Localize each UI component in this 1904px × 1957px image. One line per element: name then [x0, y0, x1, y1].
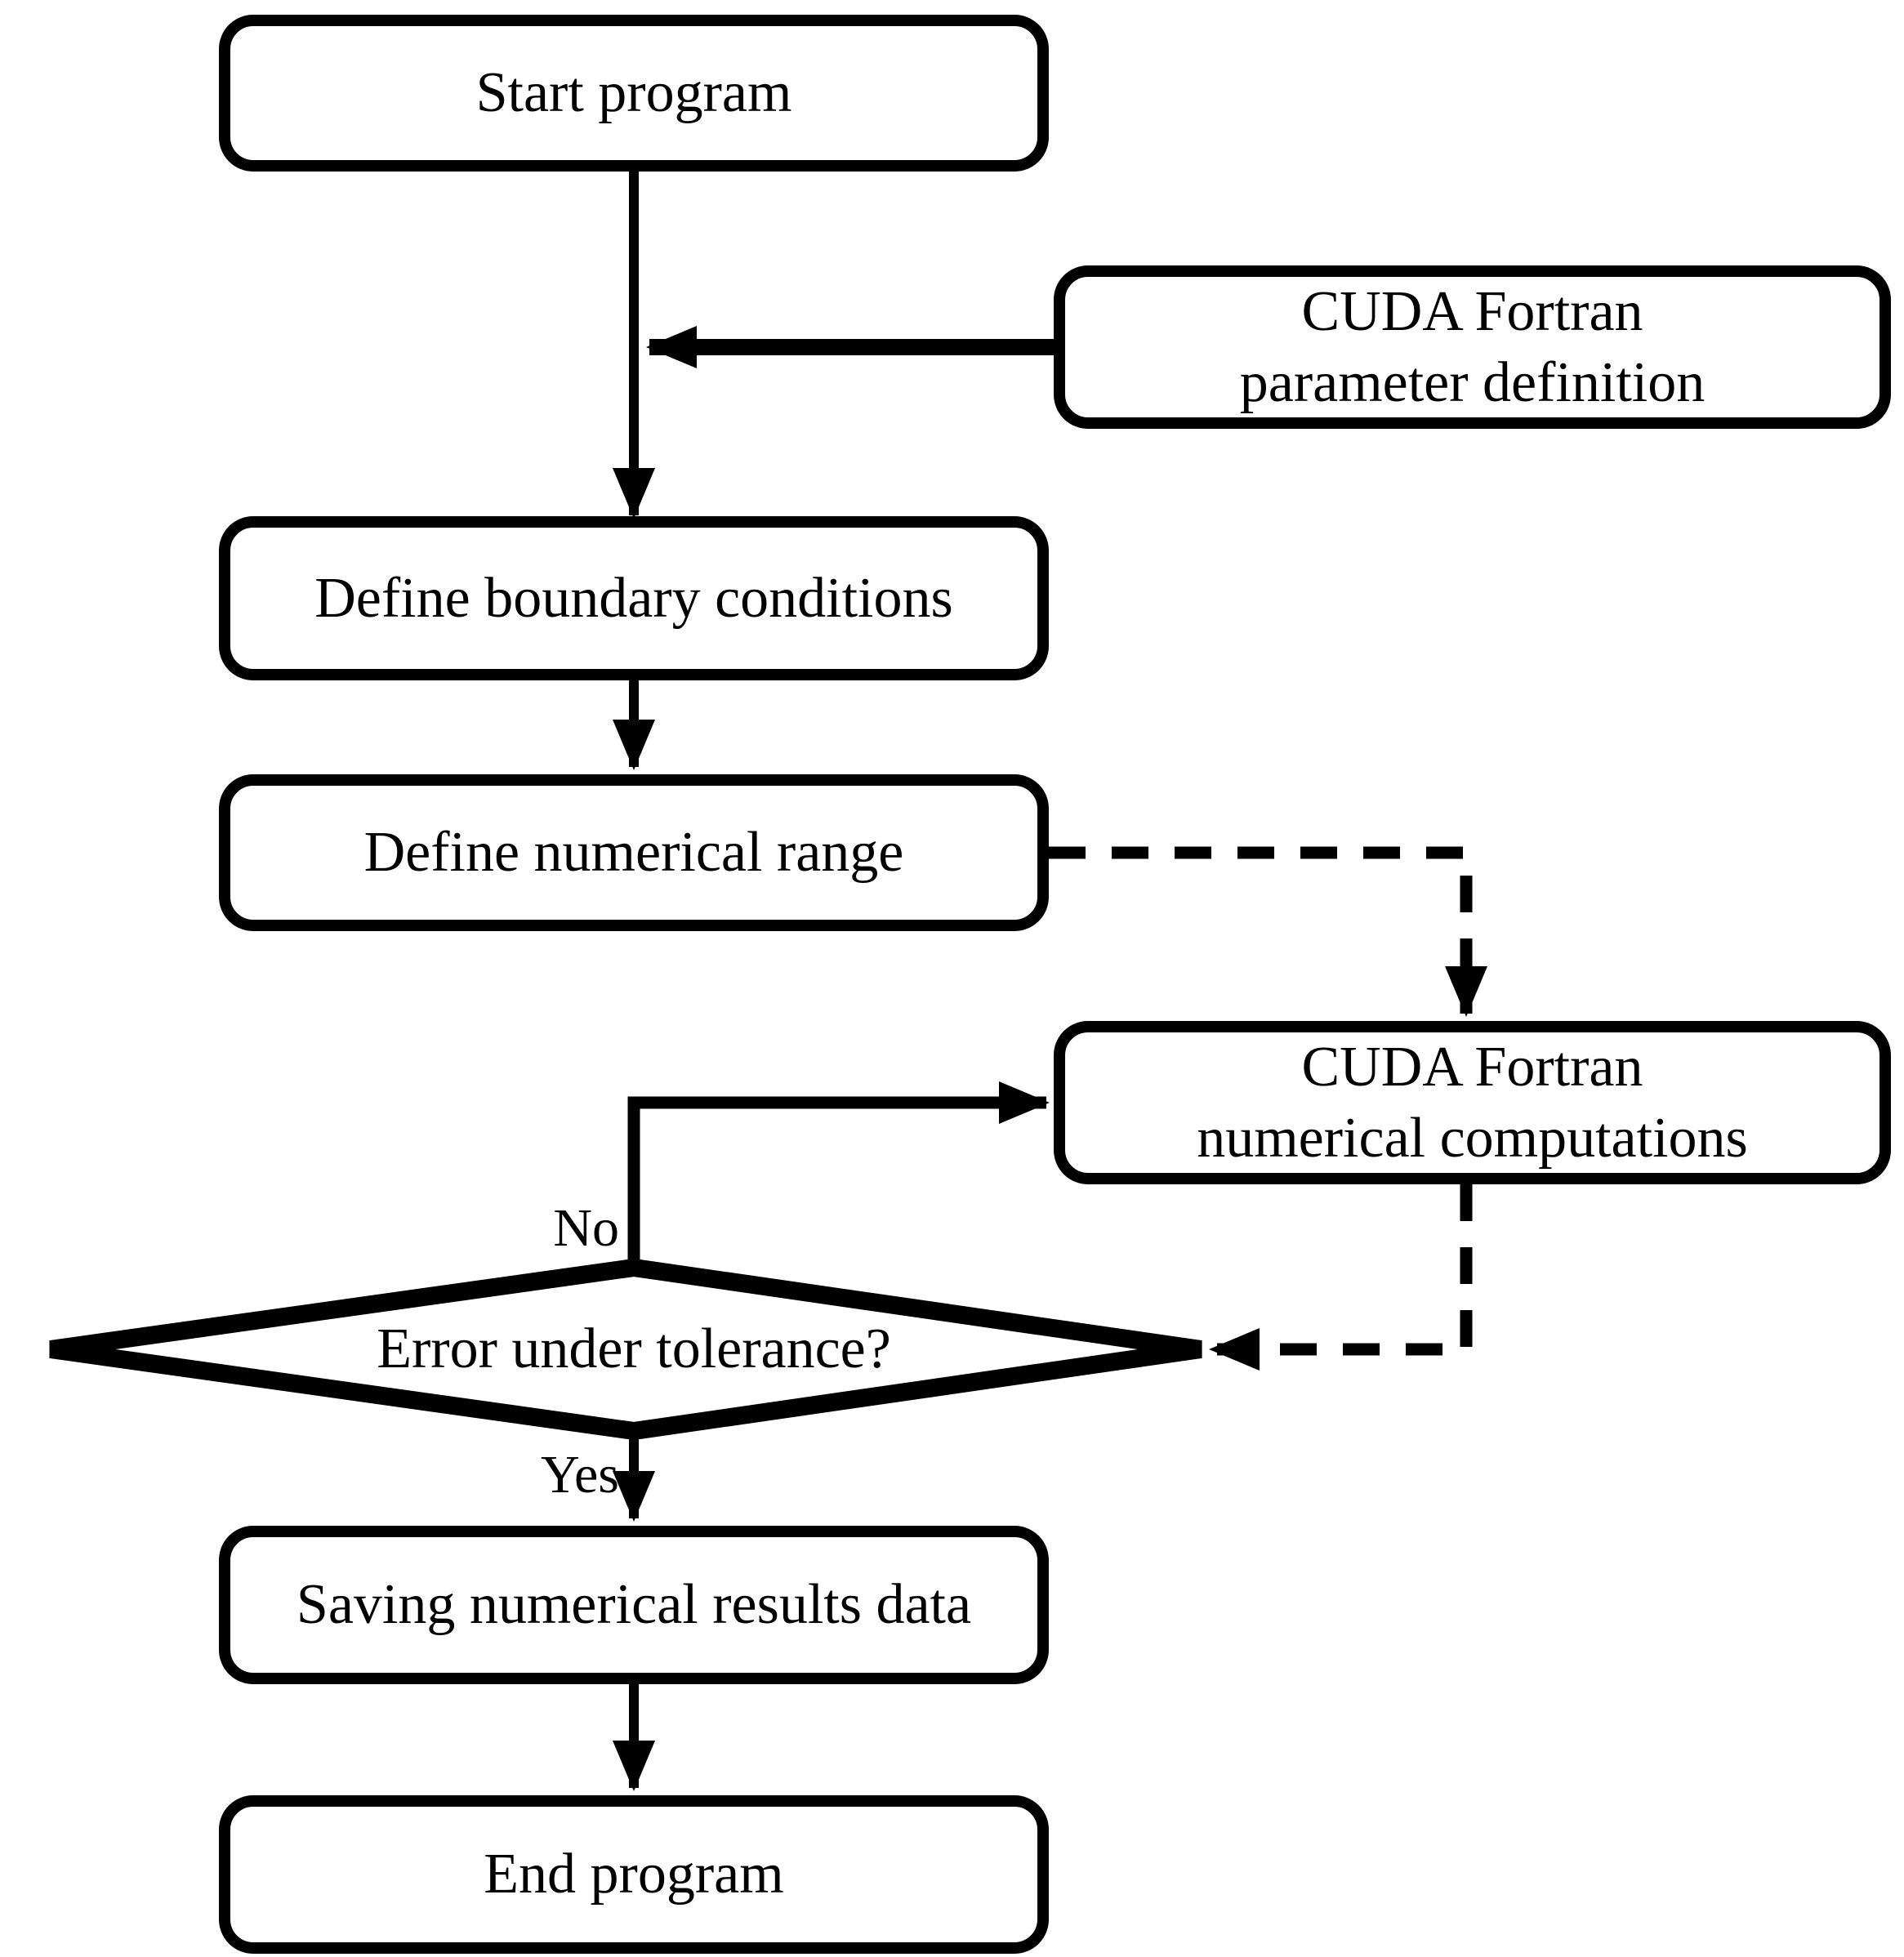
node-start-program: Start program	[219, 15, 1049, 172]
node-define-numerical-range-label: Define numerical range	[363, 821, 904, 885]
edge-label-no-text: No	[553, 1198, 619, 1258]
node-end-program-label: End program	[484, 1843, 784, 1906]
node-decision-label: Error under tolerance?	[377, 1317, 891, 1380]
node-cuda-numerical-computations-label: CUDA Fortran numerical computations	[1197, 1035, 1748, 1170]
edge-label-yes: Yes	[390, 1444, 634, 1518]
node-cuda-parameter-definition: CUDA Fortran parameter definition	[1054, 265, 1891, 429]
node-saving-numerical-results: Saving numerical results data	[219, 1526, 1049, 1684]
node-end-program: End program	[219, 1795, 1049, 1954]
node-define-numerical-range: Define numerical range	[219, 774, 1049, 931]
node-saving-numerical-results-label: Saving numerical results data	[296, 1573, 972, 1637]
edge-compute-to-decision-dashed	[1209, 1184, 1473, 1371]
node-cuda-numerical-computations: CUDA Fortran numerical computations	[1054, 1021, 1891, 1184]
node-define-boundary-conditions-label: Define boundary conditions	[314, 566, 953, 630]
node-cuda-parameter-definition-label: CUDA Fortran parameter definition	[1239, 279, 1706, 415]
edge-label-no: No	[390, 1186, 634, 1259]
node-define-boundary-conditions: Define boundary conditions	[219, 516, 1049, 680]
edge-no-loop-to-compute	[627, 1081, 1050, 1268]
node-start-program-label: Start program	[475, 61, 792, 125]
node-decision-error-under-tolerance: Error under tolerance?	[225, 1295, 1042, 1404]
edge-range-to-compute-dashed	[1049, 846, 1487, 1017]
edge-label-yes-text: Yes	[540, 1445, 619, 1505]
decision-diamond-shape	[49, 1258, 1202, 1441]
